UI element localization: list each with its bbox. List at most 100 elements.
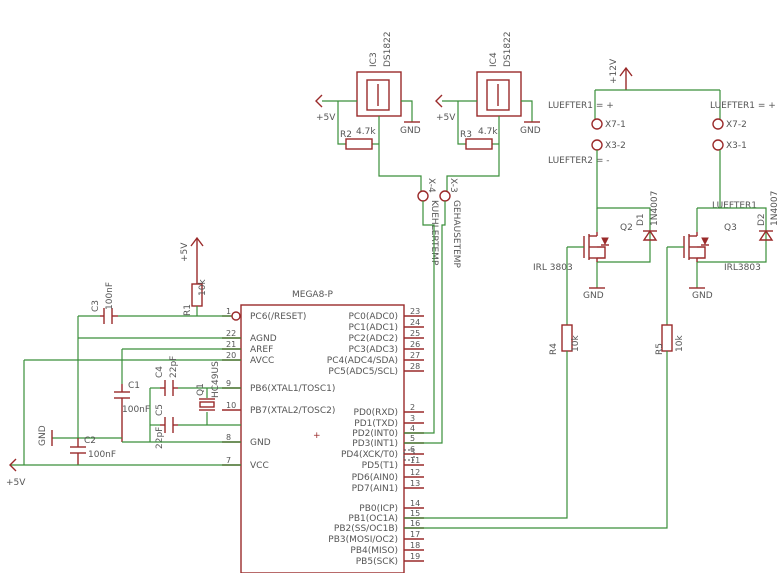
gnd-left-label: GND [38, 425, 48, 446]
resistor-r5: R5 10k [655, 324, 685, 355]
ic4-name: IC4 [489, 52, 499, 67]
c4-value: 22pF [169, 356, 179, 378]
c5-name: C5 [155, 404, 165, 416]
mcu-pin-number: 12 [410, 468, 420, 477]
d1-value: 1N4007 [650, 191, 660, 226]
mcu-pin-number: 4 [410, 424, 415, 433]
mcu-left-pins: 1PC6(/RESET)22AGND21AREF20AVCC9PB6(XTAL1… [222, 307, 335, 471]
diode-d1: D1 1N4007 [636, 191, 660, 241]
r4-value: 10k [571, 335, 581, 352]
q2-value: IRL 3803 [533, 263, 573, 273]
mcu-pin-number: 9 [226, 379, 231, 388]
capacitor-c5: C5 22pF [155, 404, 178, 449]
capacitor-c3: C3 100nF [91, 282, 118, 324]
p12v-label: +12V [609, 58, 619, 84]
mcu-pin-label: PD5(T1) [362, 461, 398, 471]
connector-x3: X-3 [439, 178, 458, 202]
resistor-r3: R3 4.7k [460, 127, 498, 150]
mcu-pin-label: PC3(ADC3) [348, 345, 398, 355]
x4-label: X-4 [426, 178, 436, 193]
resistor-r1: R1 10k [183, 279, 208, 316]
net-gehausetemp: GEHAUSETEMP [451, 200, 461, 269]
mcu-pin-label: PD3(INT1) [352, 439, 398, 449]
mcu-pin-label: PC6(/RESET) [250, 312, 306, 322]
ic3-name: IC3 [369, 52, 379, 67]
gnd-ic3-label: GND [400, 126, 421, 136]
p5v-ic3-label: +5V [316, 113, 336, 123]
p5v-left: +5V [6, 458, 26, 488]
connector-x3-1: X3-1 [712, 139, 747, 151]
mcu-pin-number: 23 [410, 307, 420, 316]
mcu-pin-number: 18 [410, 541, 420, 550]
mcu-pin-number: 8 [226, 433, 231, 442]
q3-name: Q3 [724, 223, 737, 233]
mcu-pin-label: AREF [250, 345, 273, 355]
r4-name: R4 [549, 343, 559, 355]
c3-value: 100nF [105, 282, 115, 310]
p5v-ic4-label: +5V [436, 113, 456, 123]
p5v-left-label: +5V [6, 478, 26, 488]
p5v-r1-label: +5V [180, 242, 190, 262]
mcu-pin-label: GND [250, 438, 271, 448]
resistor-r2: R2 4.7k [340, 127, 376, 150]
d1-name: D1 [636, 213, 646, 226]
q1-name: Q1 [196, 383, 206, 396]
gnd-q3-label: GND [692, 291, 713, 301]
mcu-pin-number: 19 [410, 552, 420, 561]
q3-value: IRL3803 [724, 263, 761, 273]
mcu-pin-number: 25 [410, 329, 420, 338]
mcu-pin-number: 24 [410, 318, 420, 327]
r2-name: R2 [340, 130, 352, 140]
c1-name: C1 [128, 381, 140, 391]
mcu-pin-label: PC5(ADC5/SCL) [328, 367, 398, 377]
c5-value: 22pF [155, 427, 165, 449]
mcu-pin-label: PD7(AIN1) [352, 484, 398, 494]
c3-name: C3 [91, 300, 101, 312]
gnd-q2-label: GND [583, 291, 604, 301]
mcu-pin-number: 1 [226, 307, 231, 316]
mcu-pin-number: 7 [226, 456, 231, 465]
p5v-ic3: +5V [315, 94, 336, 123]
p12v-supply: +12V [609, 58, 633, 90]
r5-value: 10k [675, 335, 685, 352]
resistor-r4: R4 10k [549, 324, 581, 355]
luefter1-plus-right: LUEFTER1 = + [710, 101, 776, 111]
mcu-pin-number: 17 [410, 530, 420, 539]
d2-name: D2 [757, 213, 767, 226]
mcu-pin-label: PC0(ADC0) [348, 312, 398, 322]
x3-2-label: X3-2 [605, 141, 626, 151]
r2-value: 4.7k [356, 127, 376, 137]
mcu-pin-label: PD0(RXD) [354, 408, 398, 418]
ic3-value: DS1822 [383, 31, 393, 67]
x7-1-label: X7-1 [605, 120, 626, 130]
gnd-q2: GND [583, 287, 605, 301]
mcu-pin-label: PB0(ICP) [359, 504, 398, 514]
gnd-q3: GND [689, 287, 713, 301]
mcu-pin-number: 27 [410, 351, 420, 360]
r3-name: R3 [460, 130, 472, 140]
gnd-ic3: GND [400, 121, 421, 136]
mcu-pin-number: 5 [410, 434, 415, 443]
mcu-pin-label: AGND [250, 334, 277, 344]
mcu-pin-label: PC2(ADC2) [348, 334, 398, 344]
mcu-pin-label: PB7(XTAL2/TOSC2) [250, 406, 335, 416]
mcu-pin-number: 22 [226, 329, 236, 338]
mcu-pin-label: PC1(ADC1) [348, 323, 398, 333]
crystal-q1: Q1 HC49US [196, 361, 221, 425]
mcu-right-pins: 23PC0(ADC0)24PC1(ADC1)25PC2(ADC2)26PC3(A… [327, 307, 424, 567]
x3-label: X-3 [448, 178, 458, 193]
mcu-pin-number: 21 [226, 340, 236, 349]
capacitor-c4: C4 22pF [155, 356, 179, 396]
